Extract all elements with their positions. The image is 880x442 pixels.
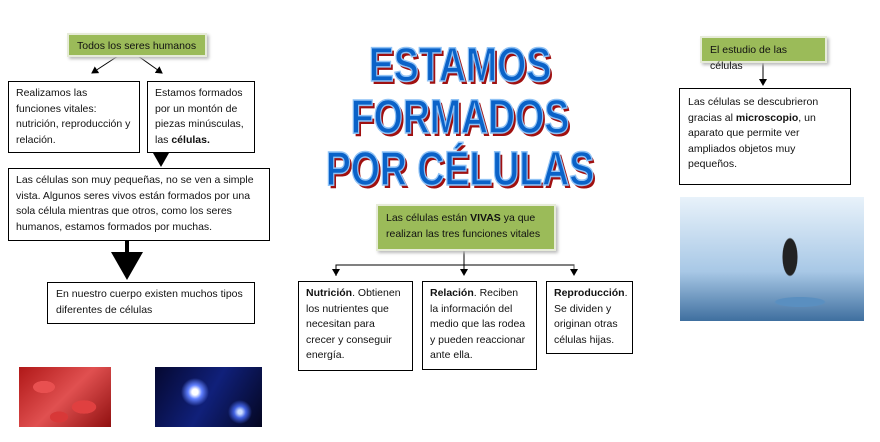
cell-types-text: En nuestro cuerpo existen muchos tipos d…	[56, 288, 243, 316]
study-header: El estudio de las células	[700, 36, 827, 72]
title-line-1: ESTAMOS FORMADOS	[350, 39, 570, 145]
relation-title: Relación	[430, 287, 474, 299]
alive-text-bold: VIVAS	[470, 212, 501, 224]
made-of-cells-box: Estamos formados por un montón de piezas…	[147, 81, 255, 153]
study-header-text: El estudio de las células	[710, 44, 788, 72]
made-of-cells-bold: células.	[171, 133, 210, 146]
title-line-2: POR CÉLULAS	[325, 143, 595, 197]
microscope-text-bold: microscopio	[735, 111, 799, 124]
reproduction-title: Reproducción	[554, 287, 625, 299]
vital-functions-text: Realizamos las funciones vitales: nutric…	[16, 87, 131, 146]
alive-text-pre: Las células están	[386, 212, 471, 224]
made-of-cells-text: Estamos formados por un montón de piezas…	[155, 87, 244, 146]
alive-header: Las células están VIVAS ya que realizan …	[376, 204, 556, 251]
neurons-image	[155, 367, 262, 427]
cells-small-box: Las células son muy pequeñas, no se ven …	[8, 168, 270, 241]
relation-text: . Reciben la información del medio que l…	[430, 287, 526, 361]
humans-header: Todos los seres humanos	[67, 33, 207, 57]
microscope-text-pre: Las células se descubrieron gracias al	[688, 96, 819, 124]
relation-box: Relación. Reciben la información del med…	[422, 281, 537, 370]
red-blood-cells-image	[19, 367, 111, 427]
nutrition-box: Nutrición. Obtienen los nutrientes que n…	[298, 281, 413, 371]
humans-header-text: Todos los seres humanos	[77, 40, 197, 52]
reproduction-text: . Se dividen y originan otras células hi…	[554, 287, 628, 346]
nutrition-text: . Obtienen los nutrientes que necesitan …	[306, 287, 401, 361]
microscope-text-post: , un aparato que permite ver ampliados o…	[688, 111, 816, 171]
nutrition-title: Nutrición	[306, 287, 353, 299]
vital-functions-box: Realizamos las funciones vitales: nutric…	[8, 81, 140, 153]
reproduction-box: Reproducción. Se dividen y originan otra…	[546, 281, 633, 354]
cell-types-box: En nuestro cuerpo existen muchos tipos d…	[47, 282, 255, 324]
microscope-box: Las células se descubrieron gracias al m…	[679, 88, 851, 185]
alive-text-post: ya que realizan las tres funciones vital…	[386, 212, 541, 240]
cells-small-text: Las células son muy pequeñas, no se ven …	[16, 174, 254, 233]
microscope-image	[680, 197, 864, 321]
